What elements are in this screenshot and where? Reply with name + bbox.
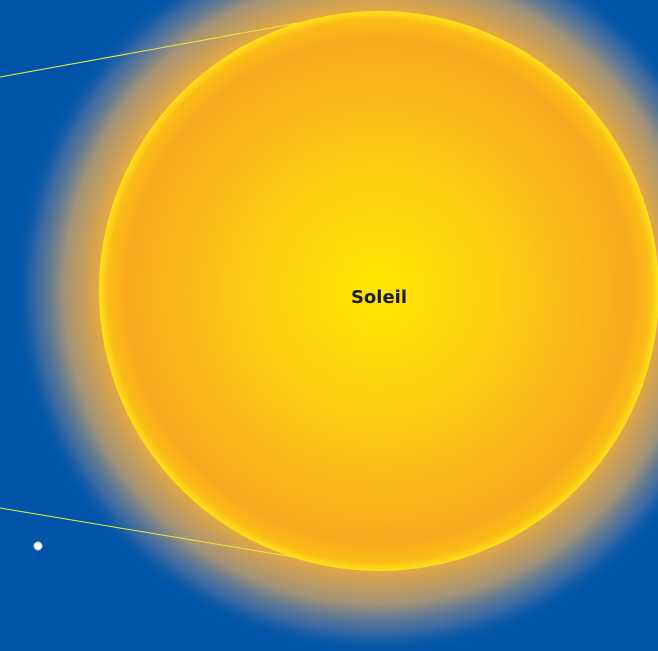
sun-label: Soleil <box>351 287 407 308</box>
projection-line-bottom <box>0 507 301 559</box>
projection-line-top <box>0 22 299 78</box>
sun-disc <box>99 11 658 571</box>
small-star-dot <box>33 541 43 551</box>
